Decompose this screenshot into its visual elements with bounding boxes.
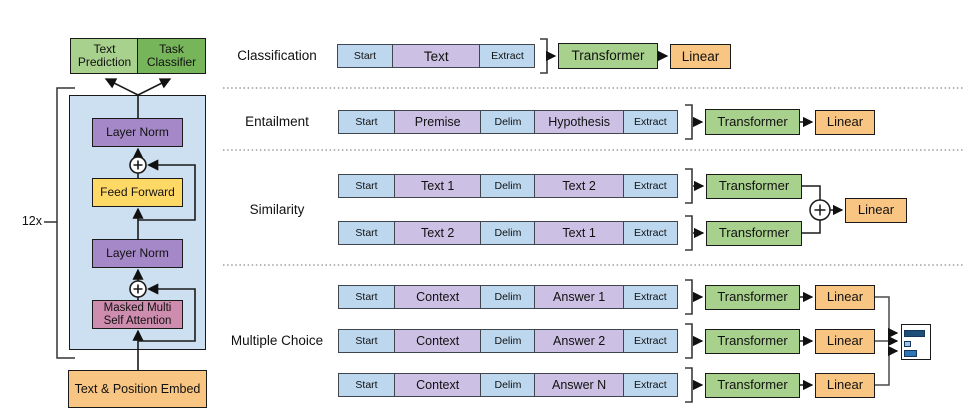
token-context: Context: [393, 329, 482, 353]
repeat-count-label: 12x: [21, 214, 42, 228]
similarity-token-bar-2: Start Text 2 Delim Text 1 Extract: [338, 221, 678, 245]
choice-token-bar-2: Start Context Delim Answer 2 Extract: [338, 329, 678, 353]
token-start: Start: [338, 285, 395, 309]
token-premise: Premise: [393, 110, 482, 134]
layer-norm-top-label: Layer Norm: [106, 124, 169, 139]
token-delim: Delim: [480, 329, 536, 353]
classification-transformer-box: Transformer: [558, 43, 658, 69]
token-text2: Text 2: [393, 221, 482, 245]
token-start: Start: [338, 373, 395, 397]
layer-norm-top-box: Layer Norm: [92, 118, 183, 147]
classification-row-label: Classification: [237, 48, 317, 63]
classification-linear-box: Linear: [670, 44, 731, 69]
token-start: Start: [337, 44, 393, 68]
token-text1: Text 1: [534, 221, 625, 245]
token-delim: Delim: [480, 174, 536, 198]
layer-norm-bottom-label: Layer Norm: [106, 245, 169, 260]
text-prediction-label: Text Prediction: [77, 41, 132, 69]
similarity-linear-box: Linear: [845, 198, 907, 223]
embed-box: Text & Position Embed: [68, 370, 207, 408]
similarity-token-bar-1: Start Text 1 Delim Text 2 Extract: [338, 174, 678, 198]
similarity-transformer-box-2: Transformer: [706, 221, 802, 246]
token-extract: Extract: [622, 329, 678, 353]
entailment-token-bar: Start Premise Delim Hypothesis Extract: [338, 110, 678, 134]
token-start: Start: [338, 221, 395, 245]
token-text2: Text 2: [534, 174, 625, 198]
token-answerN: Answer N: [534, 373, 625, 397]
token-context: Context: [393, 285, 482, 309]
token-extract: Extract: [622, 373, 678, 397]
token-start: Start: [338, 329, 395, 353]
token-extract: Extract: [622, 285, 678, 309]
multiple-choice-row-label: Multiple Choice: [230, 333, 324, 348]
masked-attention-box: Masked Multi Self Attention: [92, 300, 183, 329]
similarity-transformer-box-1: Transformer: [706, 174, 802, 199]
choice-transformer-box-3: Transformer: [705, 373, 800, 398]
token-delim: Delim: [480, 373, 536, 397]
entailment-linear-box: Linear: [815, 110, 875, 135]
token-start: Start: [338, 174, 395, 198]
token-answer2: Answer 2: [534, 329, 625, 353]
token-extract: Extract: [622, 221, 678, 245]
token-hypothesis: Hypothesis: [534, 110, 625, 134]
similarity-row-label: Similarity: [249, 202, 305, 217]
choice-token-bar-3: Start Context Delim Answer N Extract: [338, 373, 678, 397]
choice-output-connectors: [875, 296, 899, 386]
classification-token-bar: Start Text Extract: [337, 44, 536, 68]
feed-forward-label: Feed Forward: [100, 184, 175, 199]
token-answer1: Answer 1: [534, 285, 625, 309]
entailment-transformer-box: Transformer: [705, 109, 800, 135]
token-text: Text: [391, 44, 481, 68]
choice-linear-box-3: Linear: [815, 373, 875, 398]
token-delim: Delim: [480, 285, 536, 309]
probability-bar-1: [904, 330, 925, 337]
embed-label: Text & Position Embed: [74, 382, 201, 396]
token-extract: Extract: [622, 110, 678, 134]
token-start: Start: [338, 110, 395, 134]
task-classifier-label: Task Classifier: [146, 41, 197, 69]
choice-token-bar-1: Start Context Delim Answer 1 Extract: [338, 285, 678, 309]
feed-forward-box: Feed Forward: [92, 178, 183, 207]
task-classifier-box: Task Classifier: [137, 38, 206, 74]
token-text1: Text 1: [393, 174, 482, 198]
choice-transformer-box-1: Transformer: [705, 285, 800, 310]
probability-bar-2: [904, 341, 911, 347]
choice-probability-box: [901, 324, 931, 360]
text-prediction-box: Text Prediction: [70, 38, 139, 74]
probability-bar-3: [904, 350, 917, 357]
choice-linear-box-1: Linear: [815, 285, 875, 310]
choice-linear-box-2: Linear: [815, 329, 875, 354]
token-delim: Delim: [480, 221, 536, 245]
masked-attention-label: Masked Multi Self Attention: [103, 301, 172, 327]
choice-transformer-box-2: Transformer: [705, 329, 800, 354]
entailment-row-label: Entailment: [245, 114, 309, 129]
token-extract: Extract: [622, 174, 678, 198]
token-context: Context: [393, 373, 482, 397]
layer-norm-bottom-box: Layer Norm: [92, 239, 183, 268]
token-delim: Delim: [480, 110, 536, 134]
token-extract: Extract: [479, 44, 536, 68]
